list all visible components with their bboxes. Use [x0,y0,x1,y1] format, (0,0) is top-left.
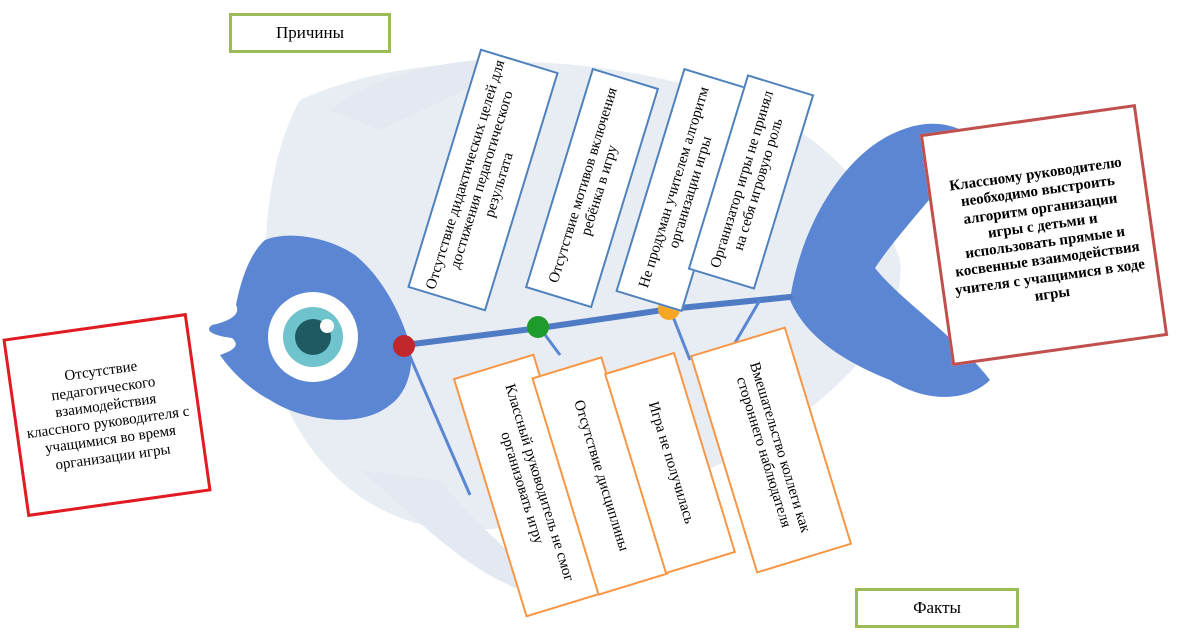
facts-label: Факты [855,588,1019,628]
node-red [393,335,415,357]
tail [790,123,990,397]
eye-glint [320,319,334,333]
spine [402,294,793,348]
problem-box: Отсутствие педагогического взаимодействи… [2,312,212,518]
node-green [527,316,549,338]
solution-box: Классному руководителю необходимо выстро… [919,103,1169,367]
causes-label: Причины [229,13,391,53]
